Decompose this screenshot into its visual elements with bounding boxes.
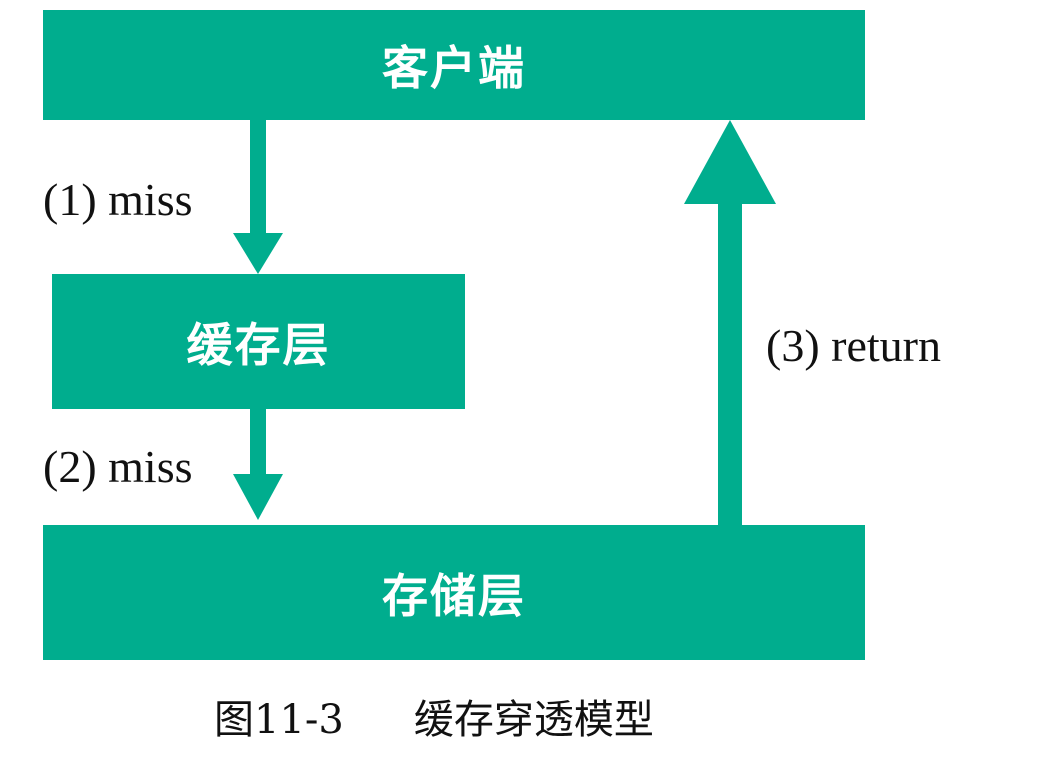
edge-label-return: (3) return [766,320,941,371]
figure-title: 缓存穿透模型 [413,697,654,743]
cache-layer-node: 缓存层 [52,274,465,409]
arrow-client-to-cache [233,120,283,274]
edge-label-miss-2: (2) miss [43,441,193,492]
client-node-label: 客户端 [382,41,526,95]
cache-layer-node-label: 缓存层 [186,317,331,372]
storage-layer-node: 存储层 [43,525,865,660]
figure-caption: 图11-3 缓存穿透模型 [214,700,654,740]
arrow-cache-to-storage [233,409,283,520]
storage-layer-node-label: 存储层 [382,568,526,623]
figure-number: 图11-3 [214,697,344,743]
client-node: 客户端 [43,10,865,120]
arrow-storage-to-client [684,120,776,525]
edge-label-miss-1: (1) miss [43,174,193,225]
